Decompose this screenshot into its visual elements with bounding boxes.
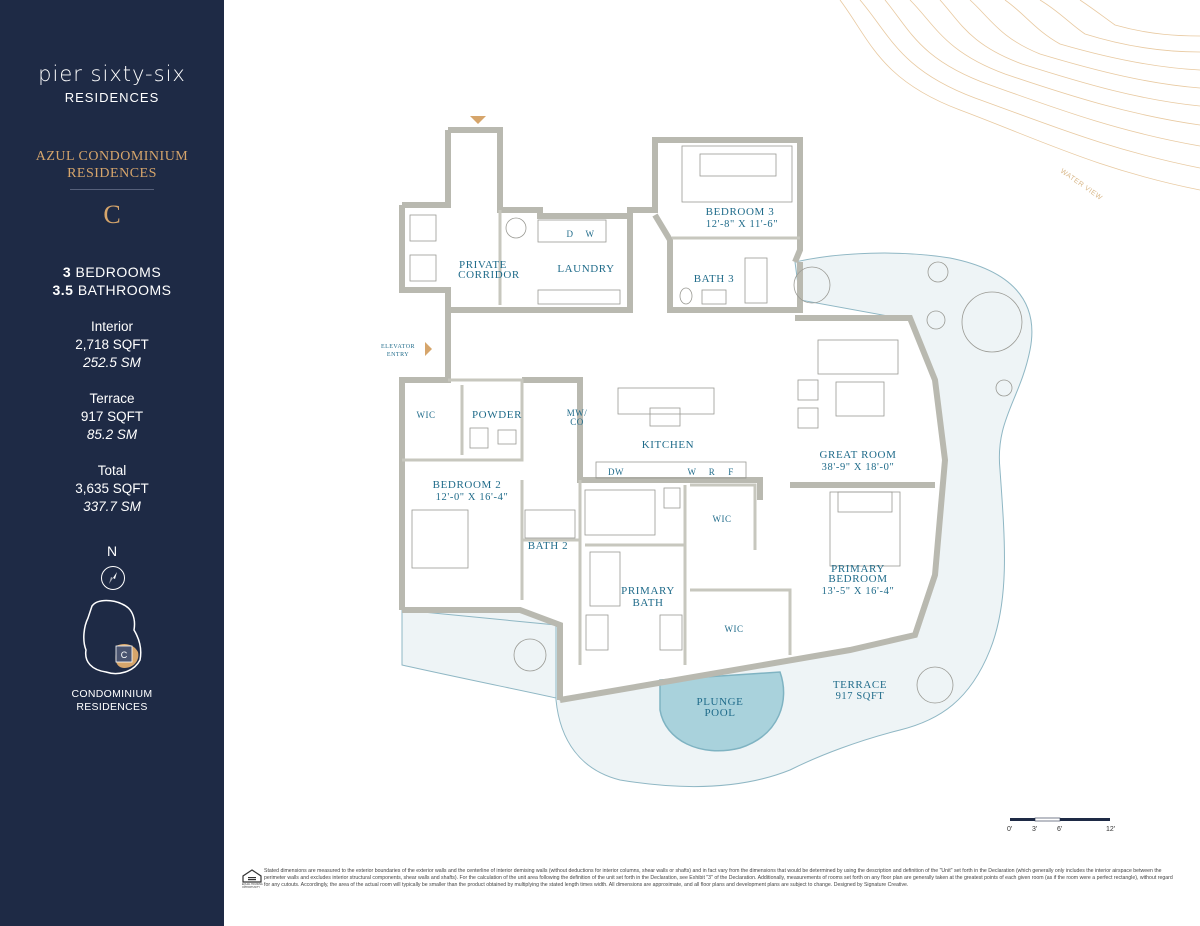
mw-co-label-1: MW/ [567,408,588,418]
building-keymap: C [78,596,148,683]
terrace-area: Terrace 917 SQFT 85.2 SM [0,390,224,444]
refrigerator-label: R [709,467,716,477]
powder-label: POWDER [472,409,522,421]
brand-logo: pier sixty-six [38,62,186,86]
brand-logo-subtitle: RESIDENCES [64,90,160,105]
bedrooms-line: 3 BEDROOMS [0,263,224,281]
furniture [409,145,1023,651]
elevator-entry-arrow-icon [425,342,432,356]
wic-bedroom2-label: WIC [417,410,436,420]
primary-bedroom-label-2: BEDROOM [828,573,887,585]
plunge-pool-label-1: PLUNGE [697,696,744,708]
legal-disclaimer: Stated dimensions are measured to the ex… [264,868,1173,888]
scale-label-3: 3' [1032,826,1038,833]
dryer-label: D [567,229,574,239]
info-sidebar: pier sixty-six RESIDENCES AZUL CONDOMINI… [0,0,224,926]
bedrooms-label: BEDROOMS [75,264,162,280]
plunge-pool-label-2: POOL [704,707,735,719]
scale-label-6: 6' [1057,826,1063,833]
bathrooms-label: BATHROOMS [77,282,172,298]
interior-sqft: 2,718 SQFT [75,337,149,352]
collection-title: AZUL CONDOMINIUM RESIDENCES [0,148,224,182]
scale-label-12: 12' [1106,826,1116,833]
interior-sm: 252.5 SM [83,355,141,370]
floor-plan: WATER VIEW [381,0,1200,822]
eho-label: EQUAL HOUSING OPPORTUNITY [242,883,263,889]
interior-walls [402,210,800,665]
keymap-caption: CONDOMINIUM RESIDENCES [0,688,224,714]
total-area: Total 3,635 SQFT 337.7 SM [0,462,224,516]
bathrooms-line: 3.5 BATHROOMS [0,281,224,299]
total-sqft: 3,635 SQFT [75,481,149,496]
wic-primary1-label: WIC [713,514,732,524]
compass-needle-icon [109,572,117,584]
washer-label: W [586,229,595,239]
primary-bedroom-label-1: PRIMARY [831,563,885,575]
kitchen-label: KITCHEN [642,439,694,451]
bath3-label: BATH 3 [694,273,735,285]
water-contours [839,0,1200,191]
bedroom3-dims: 12'-8" X 11'-6" [706,219,778,230]
compass-icon [101,566,125,590]
private-corridor-label-2: CORRIDOR [458,269,520,281]
primary-bath-label-1: PRIMARY [621,585,675,597]
keymap-unit-letter: C [121,650,128,660]
keymap-caption-line1: CONDOMINIUM [71,688,153,700]
bedrooms-count: 3 [62,264,72,280]
bedroom2-dims: 12'-0" X 16'-4" [436,492,509,503]
wic-primary2-label: WIC [725,624,744,634]
primary-bedroom-dims: 13'-5" X 16'-4" [822,586,895,597]
room-counts: 3 BEDROOMS 3.5 BATHROOMS [0,263,224,299]
elevator-entry-line1: ELEVATOR [381,344,415,350]
keymap-icon: C [83,599,142,675]
scale-label-0: 0' [1007,826,1013,833]
plants [513,261,1013,704]
private-corridor-label-1: PRIVATE [459,259,507,271]
interior-label: Interior [90,319,134,334]
terrace-dims: 917 SQFT [836,691,885,702]
great-room-label: GREAT ROOM [819,449,896,461]
elevator-entry-line2: ENTRY [387,352,409,358]
collection-title-line1: AZUL CONDOMINIUM [35,149,189,164]
dishwasher-label: DW [608,467,624,477]
terrace-label: Terrace [89,391,135,406]
bedroom2-label: BEDROOM 2 [433,479,502,491]
freezer-label: F [728,467,734,477]
wine-label: W [688,467,697,477]
north-label: N [106,543,118,559]
interior-area: Interior 2,718 SQFT 252.5 SM [0,318,224,372]
bath2-label: BATH 2 [528,540,569,552]
great-room-dims: 38'-9" X 18'-0" [822,462,895,473]
total-label: Total [97,463,127,478]
bathrooms-count: 3.5 [52,282,74,298]
unit-letter: C [103,200,121,229]
entry-arrow-icon [470,116,486,124]
laundry-label: LAUNDRY [557,263,614,275]
terrace-sm: 85.2 SM [86,427,138,442]
terrace-sqft: 917 SQFT [80,409,144,424]
water-view-label: WATER VIEW [1059,168,1103,202]
mw-co-label-2: CO [570,417,584,427]
total-sm: 337.7 SM [83,499,141,514]
primary-bath-label-2: BATH [632,597,663,609]
keymap-caption-line2: RESIDENCES [76,701,148,713]
equal-housing-logo-icon: EQUAL HOUSING OPPORTUNITY [242,869,263,889]
terrace-label: TERRACE [833,679,887,691]
collection-title-line2: RESIDENCES [67,166,157,181]
divider [70,189,154,190]
plunge-pool [659,671,785,752]
terrace-left [401,609,557,699]
scale-bar [1010,817,1110,822]
bedroom3-label: BEDROOM 3 [706,206,775,218]
